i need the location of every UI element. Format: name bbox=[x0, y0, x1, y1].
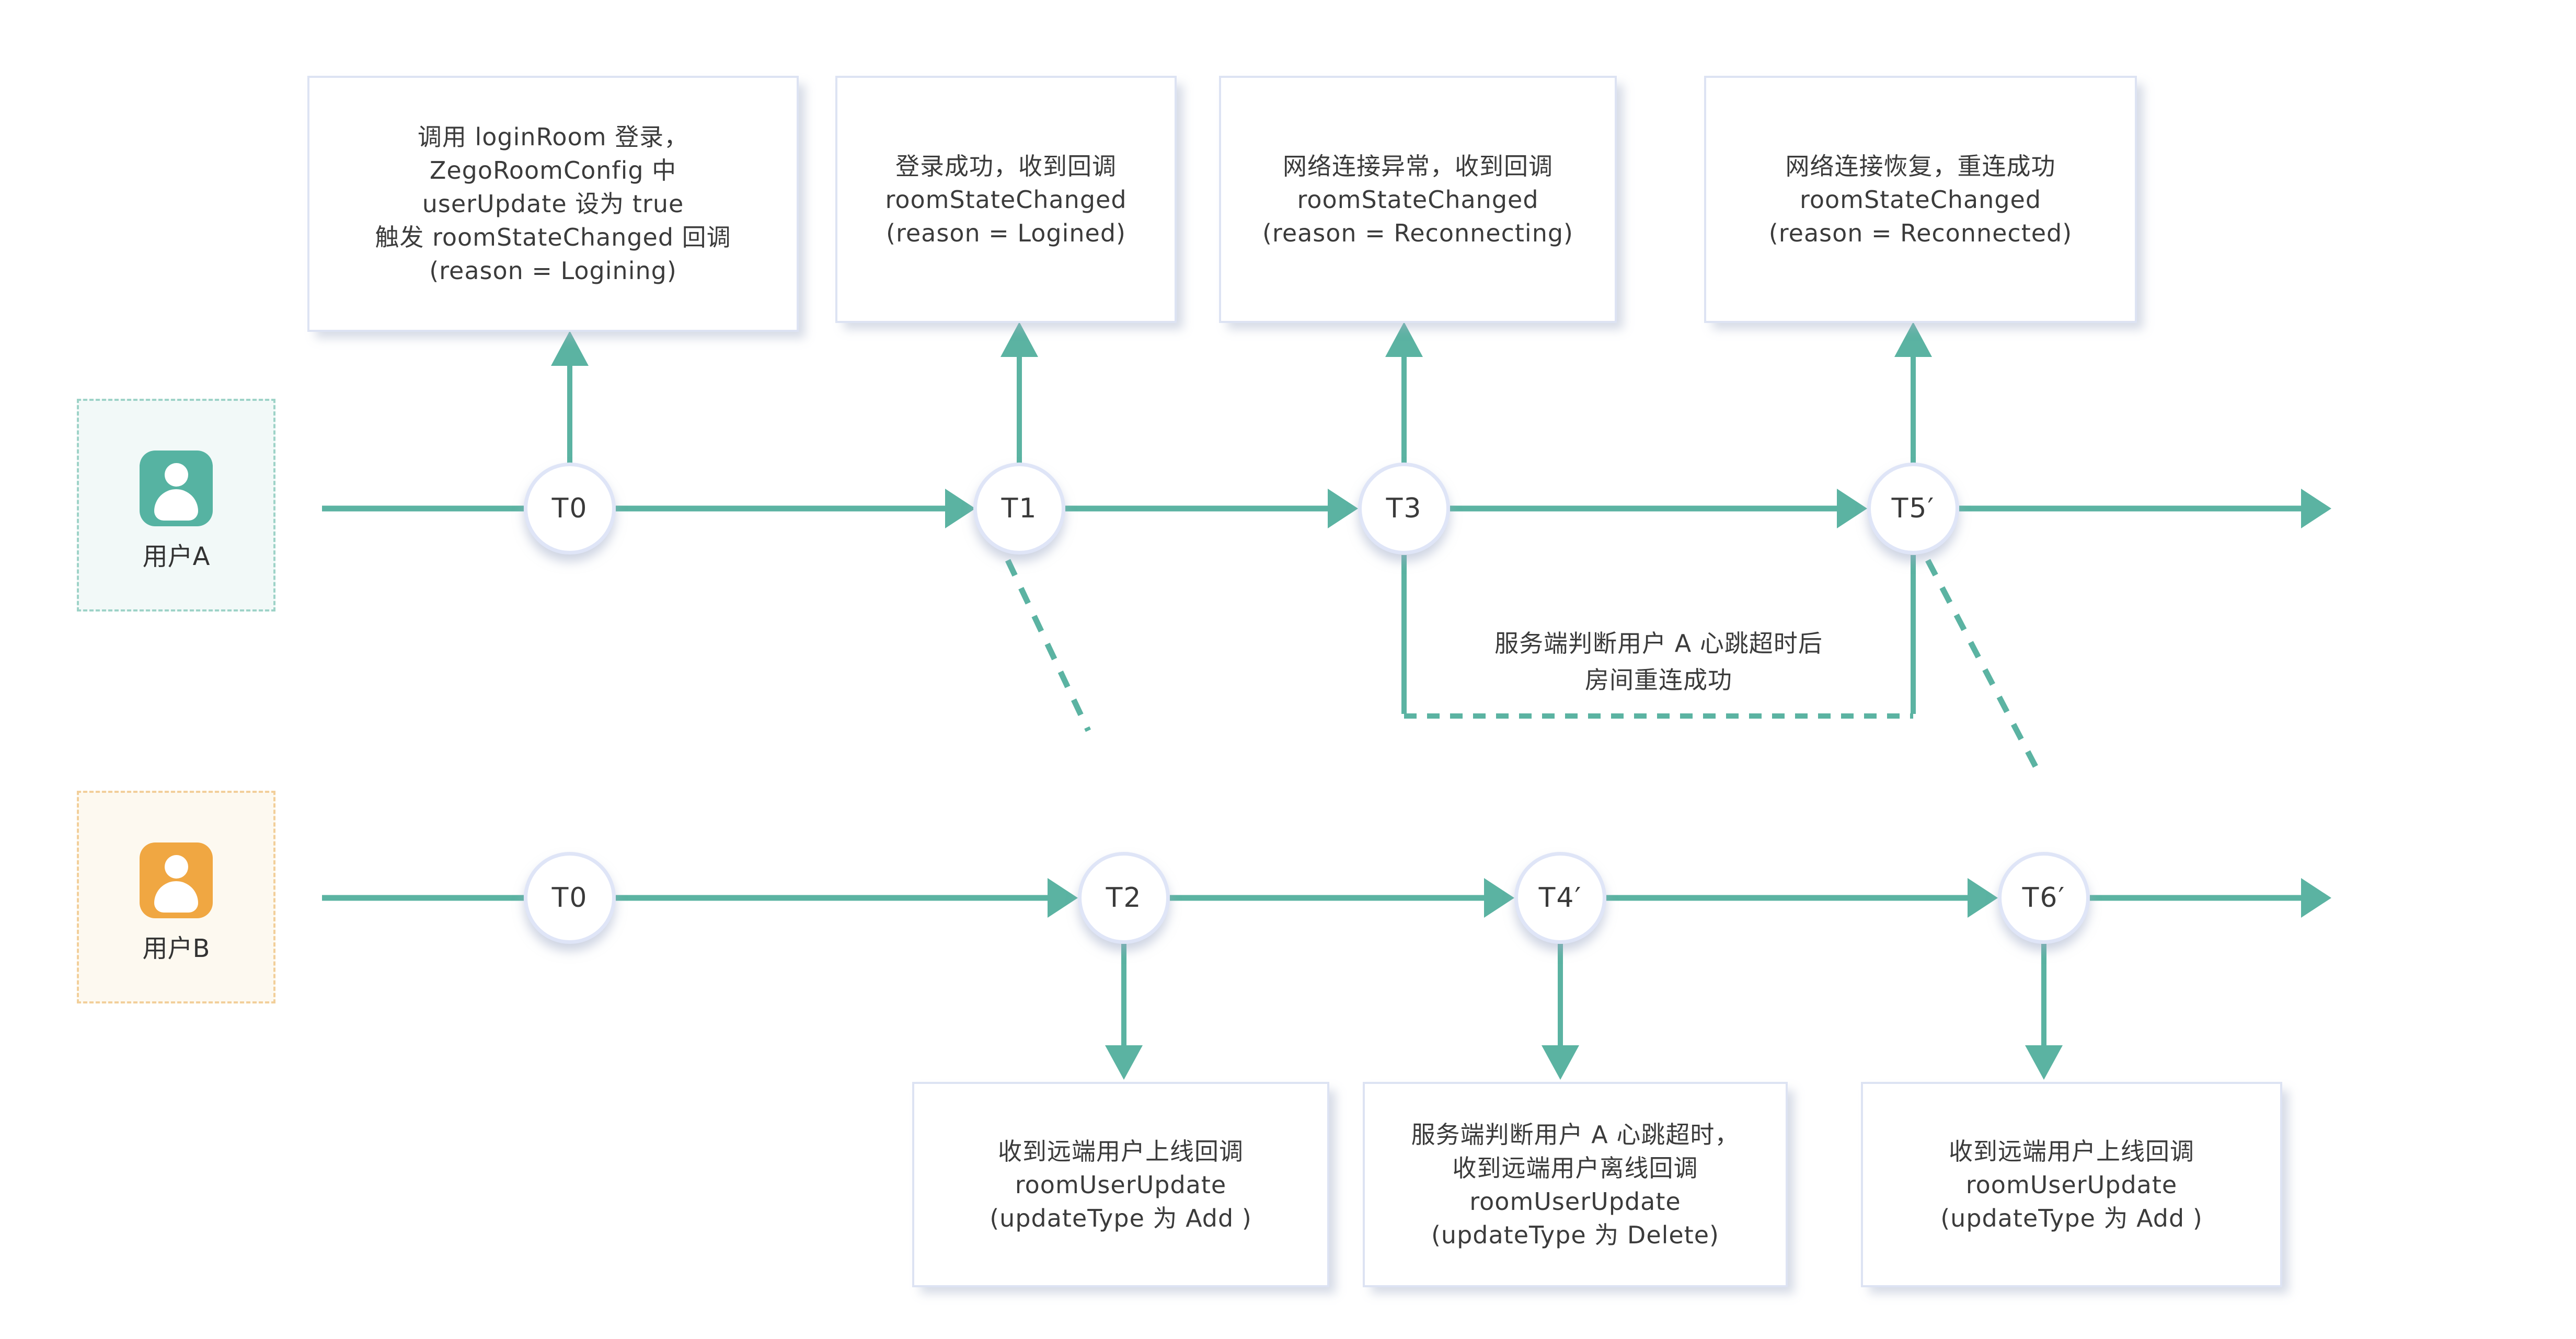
callout-remote-user-online-1: 收到远端用户上线回调 roomUserUpdate (updateType 为 … bbox=[912, 1082, 1329, 1287]
arrowhead-right bbox=[1484, 878, 1514, 918]
timeline-b-node-t2: T2 bbox=[1078, 852, 1170, 944]
user-a-label: 用户A bbox=[142, 542, 210, 571]
down-arrow-t4 bbox=[1542, 944, 1579, 1080]
note-line: 服务端判断用户 A 心跳超时后 bbox=[1494, 629, 1823, 657]
timeline-a-line bbox=[322, 489, 2331, 528]
timeline-a-node-t3: T3 bbox=[1358, 463, 1450, 555]
user-b-panel: 用户B bbox=[77, 791, 275, 1003]
down-arrow-t2 bbox=[1105, 944, 1143, 1080]
timeline-b-node-t6: T6′ bbox=[1998, 852, 2090, 944]
timeline-b-node-t4: T4′ bbox=[1514, 852, 1606, 944]
user-b-avatar-icon bbox=[140, 842, 213, 918]
callout-remote-user-offline: 服务端判断用户 A 心跳超时， 收到远端用户离线回调 roomUserUpdat… bbox=[1363, 1082, 1788, 1287]
callout-login-success: 登录成功，收到回调 roomStateChanged (reason = Log… bbox=[835, 76, 1177, 323]
arrowhead-up bbox=[1000, 322, 1038, 357]
dashed-connector-t5-t6 bbox=[1925, 559, 2041, 774]
avatar-head-shape bbox=[165, 855, 188, 879]
arrowhead-down bbox=[1542, 1045, 1579, 1080]
avatar-head-shape bbox=[165, 463, 188, 487]
up-arrow-t5 bbox=[1894, 322, 1932, 463]
arrowhead-up bbox=[1894, 322, 1932, 357]
arrowhead-down bbox=[1105, 1045, 1143, 1080]
arrowhead-up bbox=[1385, 322, 1423, 357]
user-b-label: 用户B bbox=[142, 934, 210, 963]
avatar-body-shape bbox=[154, 881, 198, 913]
arrowhead-right bbox=[1968, 878, 1998, 918]
arrowhead-down bbox=[2025, 1045, 2063, 1080]
arrowhead-right bbox=[945, 489, 975, 528]
arrowhead-right bbox=[1048, 878, 1078, 918]
up-arrow-t0 bbox=[551, 331, 589, 463]
dashed-connector-t1-t2 bbox=[1005, 559, 1091, 732]
arrowhead-up bbox=[551, 331, 589, 366]
heartbeat-bracket bbox=[1401, 555, 1916, 719]
heartbeat-timeout-note: 服务端判断用户 A 心跳超时后 房间重连成功 bbox=[1293, 625, 2025, 698]
user-a-avatar-icon bbox=[140, 451, 213, 526]
arrowhead-right bbox=[1328, 489, 1358, 528]
timeline-a-node-t5: T5′ bbox=[1867, 463, 1959, 555]
avatar-body-shape bbox=[154, 489, 198, 521]
callout-login-room: 调用 loginRoom 登录， ZegoRoomConfig 中 userUp… bbox=[307, 76, 799, 332]
timeline-a-node-t0: T0 bbox=[524, 463, 616, 555]
user-a-panel: 用户A bbox=[77, 399, 275, 611]
up-arrow-t1 bbox=[1000, 322, 1038, 463]
arrowhead-right bbox=[1837, 489, 1867, 528]
arrowhead-right bbox=[2301, 489, 2331, 528]
note-line: 房间重连成功 bbox=[1585, 666, 1732, 694]
callout-remote-user-online-2: 收到远端用户上线回调 roomUserUpdate (updateType 为 … bbox=[1861, 1082, 2282, 1287]
arrowhead-right bbox=[2301, 878, 2331, 918]
callout-network-recovered: 网络连接恢复，重连成功 roomStateChanged (reason = R… bbox=[1704, 76, 2137, 323]
down-arrow-t6 bbox=[2025, 944, 2063, 1080]
timeline-b-line bbox=[322, 878, 2331, 918]
up-arrow-t3 bbox=[1385, 322, 1423, 463]
timeline-a-node-t1: T1 bbox=[973, 463, 1065, 555]
timeline-b-node-t0: T0 bbox=[524, 852, 616, 944]
callout-network-abnormal: 网络连接异常，收到回调 roomStateChanged (reason = R… bbox=[1219, 76, 1617, 323]
